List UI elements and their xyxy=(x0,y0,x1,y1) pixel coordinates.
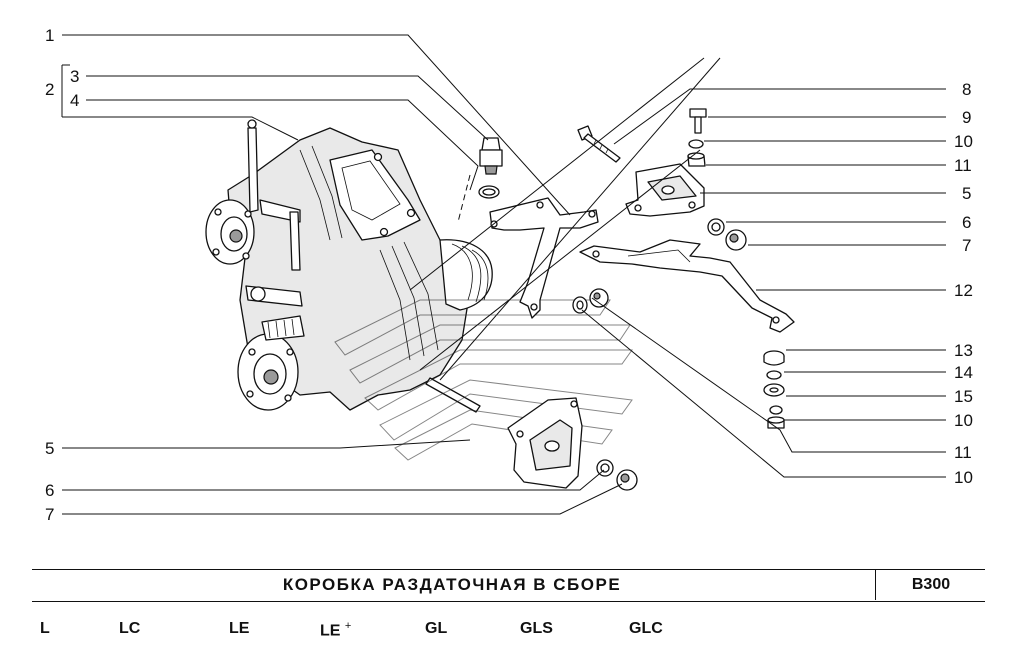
callout-9: 9 xyxy=(962,108,971,127)
nut-7-lower xyxy=(616,469,638,491)
callout-14: 14 xyxy=(954,363,973,382)
variant-le: LE xyxy=(229,620,250,637)
nut-7-upper xyxy=(725,229,747,251)
bolt-9 xyxy=(689,108,707,134)
rubber-mount-5-lower xyxy=(507,397,583,489)
washer-11-center xyxy=(572,296,588,314)
callout-10-a: 10 xyxy=(954,132,973,151)
callout-7-right: 7 xyxy=(962,236,971,255)
sensor-switch xyxy=(479,137,503,175)
washer-6-upper xyxy=(707,218,725,236)
callout-4: 4 xyxy=(70,91,79,110)
callout-3: 3 xyxy=(70,67,79,86)
callout-7-left: 7 xyxy=(45,505,54,524)
washer-10-lower xyxy=(769,405,783,415)
callout-10-b: 10 xyxy=(954,411,973,430)
title-block: КОРОБКА РАЗДАТОЧНАЯ В СБОРЕ B300 xyxy=(32,569,985,602)
callout-11-a: 11 xyxy=(954,156,972,175)
callout-10-c: 10 xyxy=(954,468,973,487)
variant-lc: LC xyxy=(119,620,141,637)
washer-10-upper xyxy=(688,139,704,149)
callout-6-left: 6 xyxy=(45,481,54,500)
washer-15 xyxy=(763,383,785,397)
sensor-seal-ring xyxy=(478,185,500,199)
transfer-case-assembly xyxy=(205,119,493,413)
sheet-code: B300 xyxy=(911,576,951,593)
variant-plus-mark: + xyxy=(344,620,352,632)
callout-15: 15 xyxy=(954,387,973,406)
variant-le-plus-label: LE xyxy=(320,622,341,640)
nut-11-lower xyxy=(767,416,785,429)
title-divider xyxy=(875,570,876,600)
washer-14 xyxy=(766,370,782,380)
callout-5-right: 5 xyxy=(962,184,971,203)
callouts-right: 8 9 10 11 5 6 7 12 13 14 15 10 11 10 xyxy=(954,80,973,487)
callout-12: 12 xyxy=(954,281,973,300)
exploded-assembly-drawing: 1 2 3 4 5 6 7 8 9 10 11 5 6 7 12 13 14 1… xyxy=(45,26,973,524)
callout-11-b: 11 xyxy=(954,443,972,462)
callout-5-left: 5 xyxy=(45,439,54,458)
bushing-13 xyxy=(763,350,785,366)
nut-11-upper xyxy=(687,152,706,167)
callouts-left: 1 2 3 4 5 6 7 xyxy=(45,26,79,524)
callout-1: 1 xyxy=(45,26,54,45)
callout-13: 13 xyxy=(954,341,973,360)
variant-gl: GL xyxy=(425,620,448,637)
variant-le-plus: LE + xyxy=(320,620,351,640)
assembly-title: КОРОБКА РАЗДАТОЧНАЯ В СБОРЕ xyxy=(282,575,622,594)
leader-lines xyxy=(61,34,946,515)
variant-glc: GLC xyxy=(629,620,663,637)
callout-2: 2 xyxy=(45,80,54,99)
callout-6-right: 6 xyxy=(962,213,971,232)
assembly-centreline xyxy=(457,174,471,223)
nut-10-center xyxy=(589,288,609,308)
ghost-bracket-outlines xyxy=(334,299,633,461)
variant-gls: GLS xyxy=(520,620,553,637)
callout-8: 8 xyxy=(962,80,971,99)
rubber-mount-5-upper xyxy=(625,163,705,217)
bolt-8 xyxy=(577,125,621,163)
variant-l: L xyxy=(40,620,50,637)
crossmember-12 xyxy=(579,239,795,333)
